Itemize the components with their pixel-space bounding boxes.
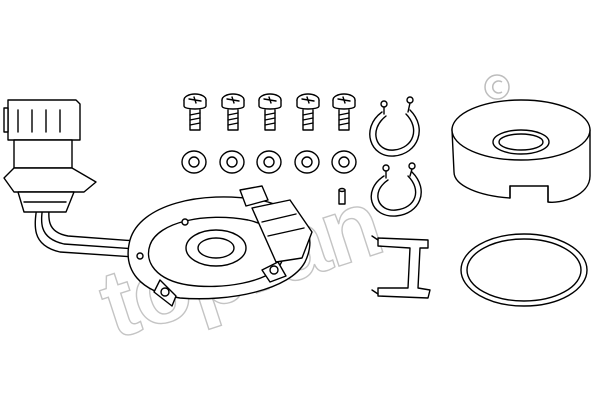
screw: [183, 93, 207, 131]
washer: [331, 150, 357, 174]
hall-sender-plate: [127, 185, 313, 307]
washer: [294, 150, 320, 174]
washer: [181, 150, 207, 174]
screws: [183, 93, 356, 131]
screw: [221, 93, 245, 131]
pin: [338, 187, 346, 205]
screw: [296, 93, 320, 131]
retaining-clip: [371, 235, 431, 299]
washer: [219, 150, 245, 174]
screw: [332, 93, 356, 131]
connector-plug: [3, 99, 151, 259]
washers: [181, 150, 357, 174]
washer: [256, 150, 282, 174]
o-ring: [460, 233, 588, 307]
circlip-upper: [369, 96, 420, 157]
copyright-mark: [484, 74, 510, 100]
circlip-lower: [370, 162, 422, 217]
rotor-cap: [451, 99, 591, 203]
screw: [258, 93, 282, 131]
